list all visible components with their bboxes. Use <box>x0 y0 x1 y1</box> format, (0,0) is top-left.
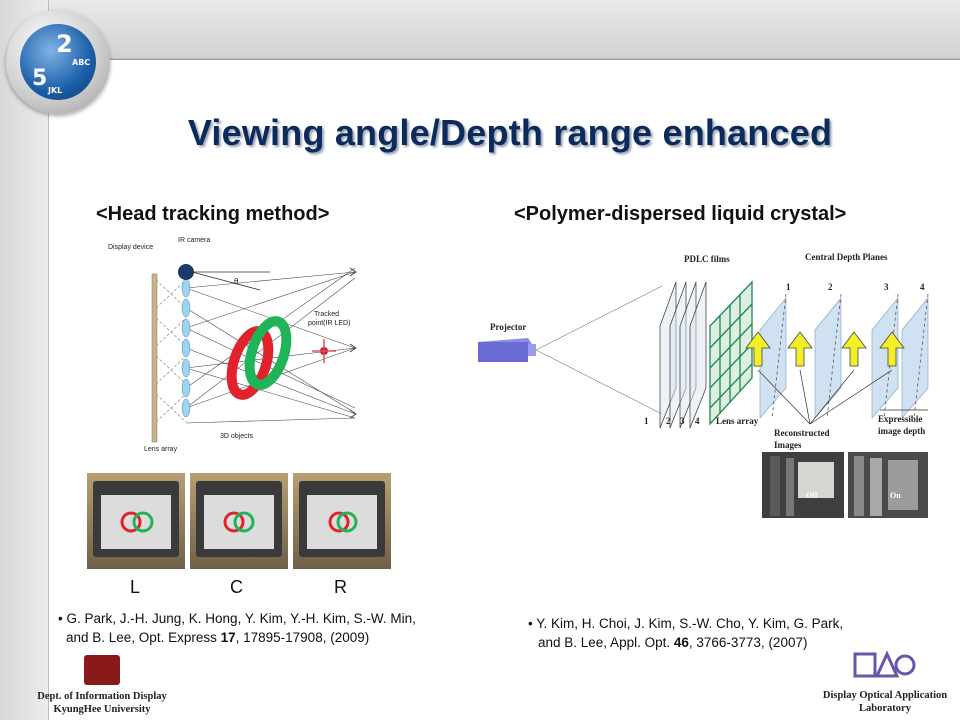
plane-number: 2 <box>828 282 833 292</box>
reference-left-line1: • G. Park, J.-H. Jung, K. Hong, Y. Kim, … <box>58 609 416 628</box>
logo-txt-1: ABC <box>72 58 91 67</box>
projector-label: Projector <box>490 322 526 332</box>
pdlc-diagram: PDLC films Central Depth Planes 1 2 3 4 … <box>478 252 929 450</box>
logo-num-2: 5 <box>32 66 48 91</box>
eye-markers <box>349 267 357 419</box>
tracked-point-icon <box>312 339 336 363</box>
logo-txt-2: JKL <box>48 86 63 95</box>
lab-logo-icon <box>853 650 916 678</box>
footer-left-line2: KyungHee University <box>53 704 151 715</box>
monitor-icon <box>93 481 179 557</box>
green-ring-object <box>244 316 292 390</box>
pdlc-films-label: PDLC films <box>684 254 730 264</box>
phone-keypad-logo: 2 ABC 5 JKL <box>6 10 110 114</box>
display-device-label: Display device <box>108 244 153 251</box>
reference-volume: 17 <box>220 630 236 645</box>
reconstructed-image-arrows <box>745 331 905 367</box>
lens-array-label: Lens array <box>144 446 178 453</box>
rings-thumbnail <box>223 511 255 533</box>
footer-right-line1: Display Optical Application <box>822 690 948 701</box>
film-number: 4 <box>695 416 700 426</box>
plane-number: 4 <box>920 282 925 292</box>
head-tracking-subtitle: <Head tracking method> <box>96 203 330 225</box>
reference-text: G. Park, J.-H. Jung, K. Hong, Y. Kim, Y.… <box>66 611 416 626</box>
reference-volume: 46 <box>673 635 689 650</box>
logo-num-1: 2 <box>56 30 73 58</box>
tracked-point-label-2: point(IR LED) <box>308 320 350 327</box>
photo-right-view <box>293 473 391 569</box>
off-label: Off <box>806 491 818 500</box>
bullet: • <box>58 611 63 626</box>
central-depth-planes <box>759 297 929 419</box>
photo-left-view <box>87 473 185 569</box>
ir-camera-icon <box>178 264 194 280</box>
reference-right: • Y. Kim, H. Choi, J. Kim, S.-W. Cho, Y.… <box>528 614 843 652</box>
display-device <box>151 273 158 443</box>
lens-array-grid <box>709 280 753 426</box>
reference-text: , 3766-3773, (2007) <box>688 635 808 650</box>
footer-lab: Display Optical Application Laboratory <box>820 650 950 715</box>
projector <box>478 338 536 362</box>
lens-array-label: Lens array <box>716 416 759 426</box>
top-band <box>0 0 960 60</box>
reference-text: Y. Kim, H. Choi, J. Kim, S.-W. Cho, Y. K… <box>536 616 844 631</box>
reference-text: , 17895-17908, (2009) <box>235 630 370 645</box>
lens-array <box>181 278 191 418</box>
objects-3d-label: 3D objects <box>220 433 254 440</box>
top-divider <box>0 58 960 59</box>
monitor-icon <box>299 481 385 557</box>
left-bar <box>0 0 49 720</box>
film-number: 2 <box>666 416 671 426</box>
monitor-screen <box>204 495 274 549</box>
film-number: 1 <box>644 416 649 426</box>
footer-university: Dept. of Information Display KyungHee Un… <box>12 655 192 716</box>
reference-left-line2: and B. Lee, Opt. Express 17, 17895-17908… <box>58 628 416 647</box>
label-left: L <box>130 577 141 597</box>
expressible-label-1: Expressible <box>878 414 922 424</box>
pdlc-films <box>659 281 707 429</box>
monitor-icon <box>196 481 282 557</box>
slide-title: Viewing angle/Depth range enhanced <box>187 112 833 153</box>
expressible-label-2: image depth <box>878 426 925 436</box>
on-label: On <box>890 491 901 500</box>
footer-left-line1: Dept. of Information Display <box>37 691 167 702</box>
rings-thumbnail <box>328 511 358 533</box>
reference-text: and B. Lee, Appl. Opt. <box>538 635 674 650</box>
projection-rays <box>155 279 187 423</box>
head-tracking-diagram: Display device IR camera θ Tracked point… <box>108 237 357 453</box>
central-depth-planes-label: Central Depth Planes <box>805 252 888 262</box>
plane-dashes <box>771 293 929 419</box>
logo-keypad-icon: 2 ABC 5 JKL <box>20 24 96 100</box>
theta-label: θ <box>234 277 239 286</box>
pointer-lines <box>757 369 893 425</box>
label-right: R <box>334 577 347 597</box>
film-number: 3 <box>680 416 685 426</box>
reference-text: and B. Lee, Opt. Express <box>66 630 221 645</box>
on-photo: On <box>848 452 928 518</box>
off-photo: Off <box>762 452 844 518</box>
projection-lines <box>535 285 663 415</box>
university-seal-icon <box>84 655 120 685</box>
rings-thumbnail <box>120 511 154 533</box>
photo-center-view <box>190 473 288 569</box>
monitor-screen <box>307 495 377 549</box>
pdlc-subtitle: <Polymer-dispersed liquid crystal> <box>514 203 847 225</box>
plane-number: 3 <box>884 282 889 292</box>
ir-camera-label: IR camera <box>178 237 210 244</box>
label-center: C <box>230 577 243 597</box>
reconstructed-label-2: Images <box>774 440 802 450</box>
monitor-screen <box>101 495 171 549</box>
footer-right-line2: Laboratory <box>859 703 911 714</box>
reference-right-line1: • Y. Kim, H. Choi, J. Kim, S.-W. Cho, Y.… <box>528 614 843 633</box>
plane-number: 1 <box>786 282 791 292</box>
tracked-point-label-1: Tracked <box>314 311 339 318</box>
reference-left: • G. Park, J.-H. Jung, K. Hong, Y. Kim, … <box>58 609 416 647</box>
reference-right-line2: and B. Lee, Appl. Opt. 46, 3766-3773, (2… <box>528 633 843 652</box>
reconstructed-label-1: Reconstructed <box>774 428 830 438</box>
bullet: • <box>528 616 533 631</box>
